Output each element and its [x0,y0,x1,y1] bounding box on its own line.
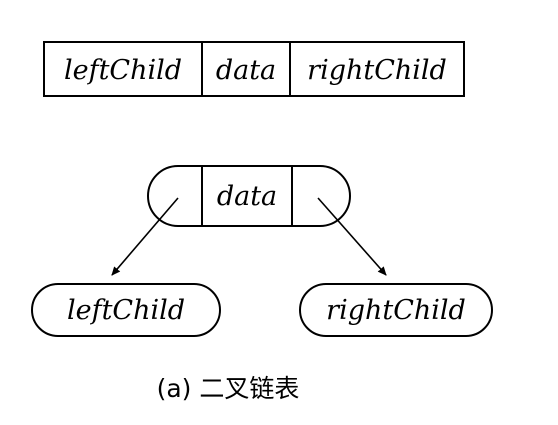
node-structure-record: leftChild data rightChild [43,41,465,97]
left-pointer-arrow [111,197,179,276]
right-child-label: rightChild [326,295,466,326]
record-field-left-child: leftChild [64,55,182,86]
record-outline [43,41,465,97]
right-child-node [299,283,493,337]
record-field-right-child: rightChild [307,55,447,86]
left-child-node [31,283,221,337]
node-diagram: data leftChild rightChild [31,165,493,337]
node-data-label: data [217,181,277,212]
left-child-label: leftChild [67,295,185,326]
figure-caption: (a) 二叉链表 [157,374,300,403]
right-pointer-arrow [317,197,387,276]
node-capsule [147,165,351,227]
record-field-data: data [216,55,276,86]
